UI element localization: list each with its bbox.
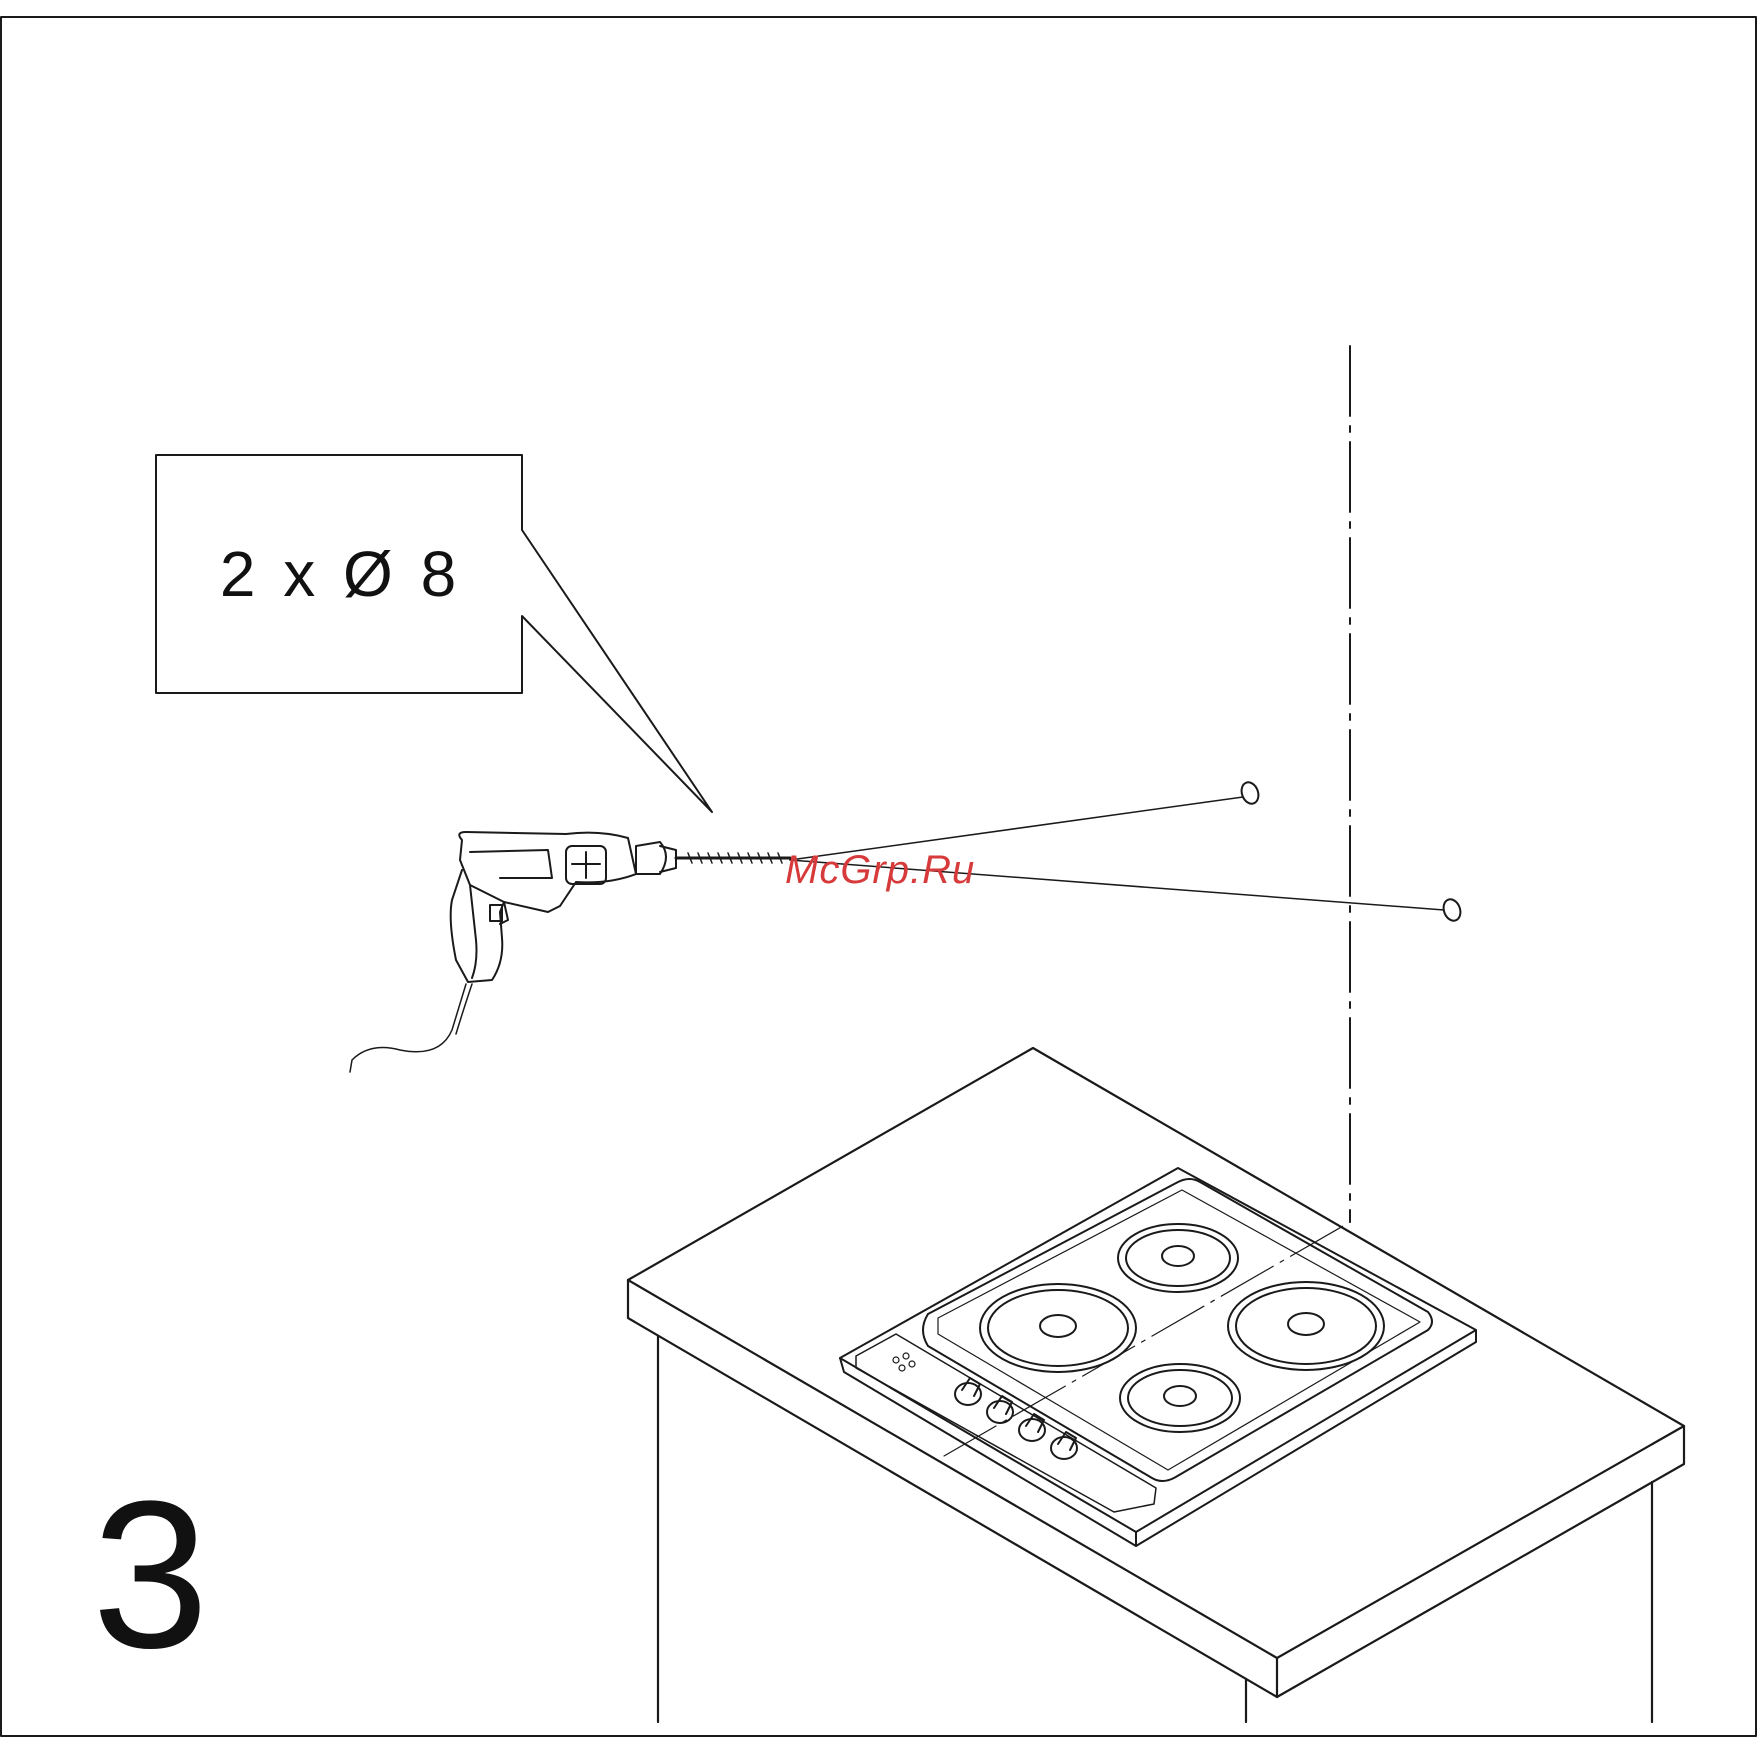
indicator-lamps (893, 1353, 915, 1371)
kitchen-counter (628, 1048, 1684, 1722)
drill-hole-upper (1239, 780, 1262, 806)
electric-hob (840, 1168, 1476, 1546)
watermark: McGrp.Ru (785, 848, 975, 893)
step-number: 3 (92, 1470, 209, 1680)
electric-drill-icon (350, 832, 790, 1072)
callout-drill-spec: 2 x Ø 8 (156, 455, 522, 693)
